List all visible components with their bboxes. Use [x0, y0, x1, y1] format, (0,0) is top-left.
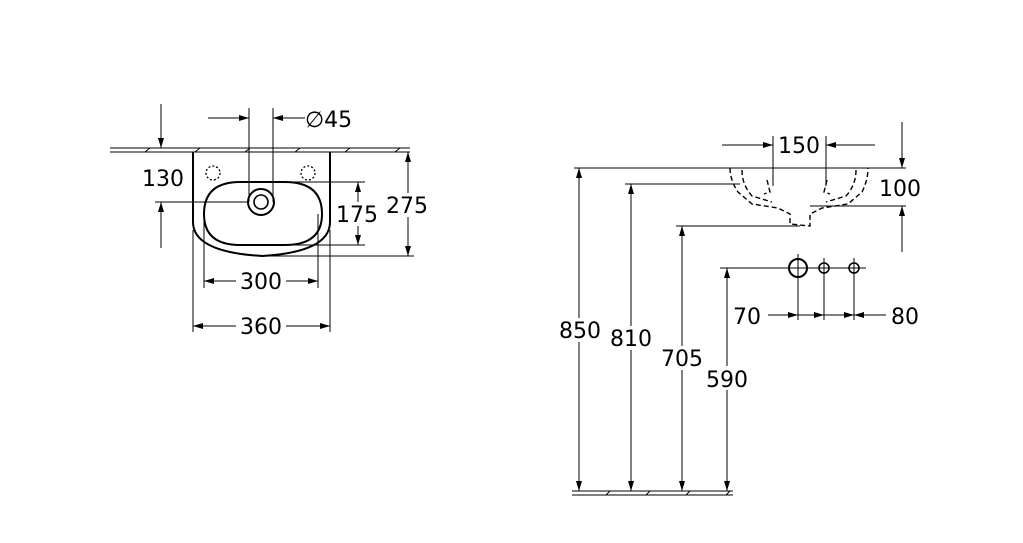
dim-bowl-depth-label: 175: [336, 203, 378, 228]
dim-top-height: 850: [558, 168, 604, 491]
dim-basin-height-label: 100: [879, 177, 921, 202]
plan-view: ∅45 130 175 275: [110, 104, 432, 340]
wall-line: [110, 147, 410, 153]
dim-rim-height-label: 810: [610, 327, 652, 352]
tap-hole: [247, 188, 275, 216]
dim-wall-to-tap: 130: [142, 104, 249, 248]
bowl-outline: [202, 181, 324, 246]
dim-waste-height: 705: [660, 225, 800, 491]
dim-bowl-depth: 175: [286, 181, 381, 246]
dim-total-width: 360: [192, 230, 331, 340]
dim-total-depth: 275: [262, 152, 432, 257]
side-view: 150 100 850: [558, 122, 921, 496]
dim-waste-height-label: 705: [661, 347, 703, 372]
dim-supply-spacing: 70 80: [733, 305, 919, 330]
dim-supply-spacing-right-label: 80: [891, 305, 919, 330]
dim-supply-height: 590: [705, 268, 751, 491]
dim-top-height-label: 850: [559, 319, 601, 344]
dim-tap-hole: ∅45: [208, 108, 352, 202]
dim-waste-spacing-label: 150: [778, 134, 820, 159]
dim-rim-height: 810: [609, 183, 740, 491]
dim-waste-spacing: 150: [722, 134, 875, 186]
dim-total-depth-label: 275: [386, 194, 428, 219]
basin-section: [729, 167, 869, 227]
fixing-hole-right: [300, 165, 316, 181]
supply-connections: [720, 254, 866, 320]
dim-supply-height-label: 590: [706, 368, 748, 393]
dim-bowl-width: 300: [203, 214, 319, 295]
dim-supply-spacing-left-label: 70: [733, 305, 761, 330]
fixing-hole-left: [205, 165, 221, 181]
dim-bowl-width-label: 300: [240, 270, 282, 295]
dim-total-width-label: 360: [240, 315, 282, 340]
dim-wall-to-tap-label: 130: [142, 167, 184, 192]
dim-basin-height: 100: [810, 122, 921, 252]
dim-tap-hole-label: ∅45: [305, 108, 352, 133]
floor-line: [572, 490, 733, 496]
